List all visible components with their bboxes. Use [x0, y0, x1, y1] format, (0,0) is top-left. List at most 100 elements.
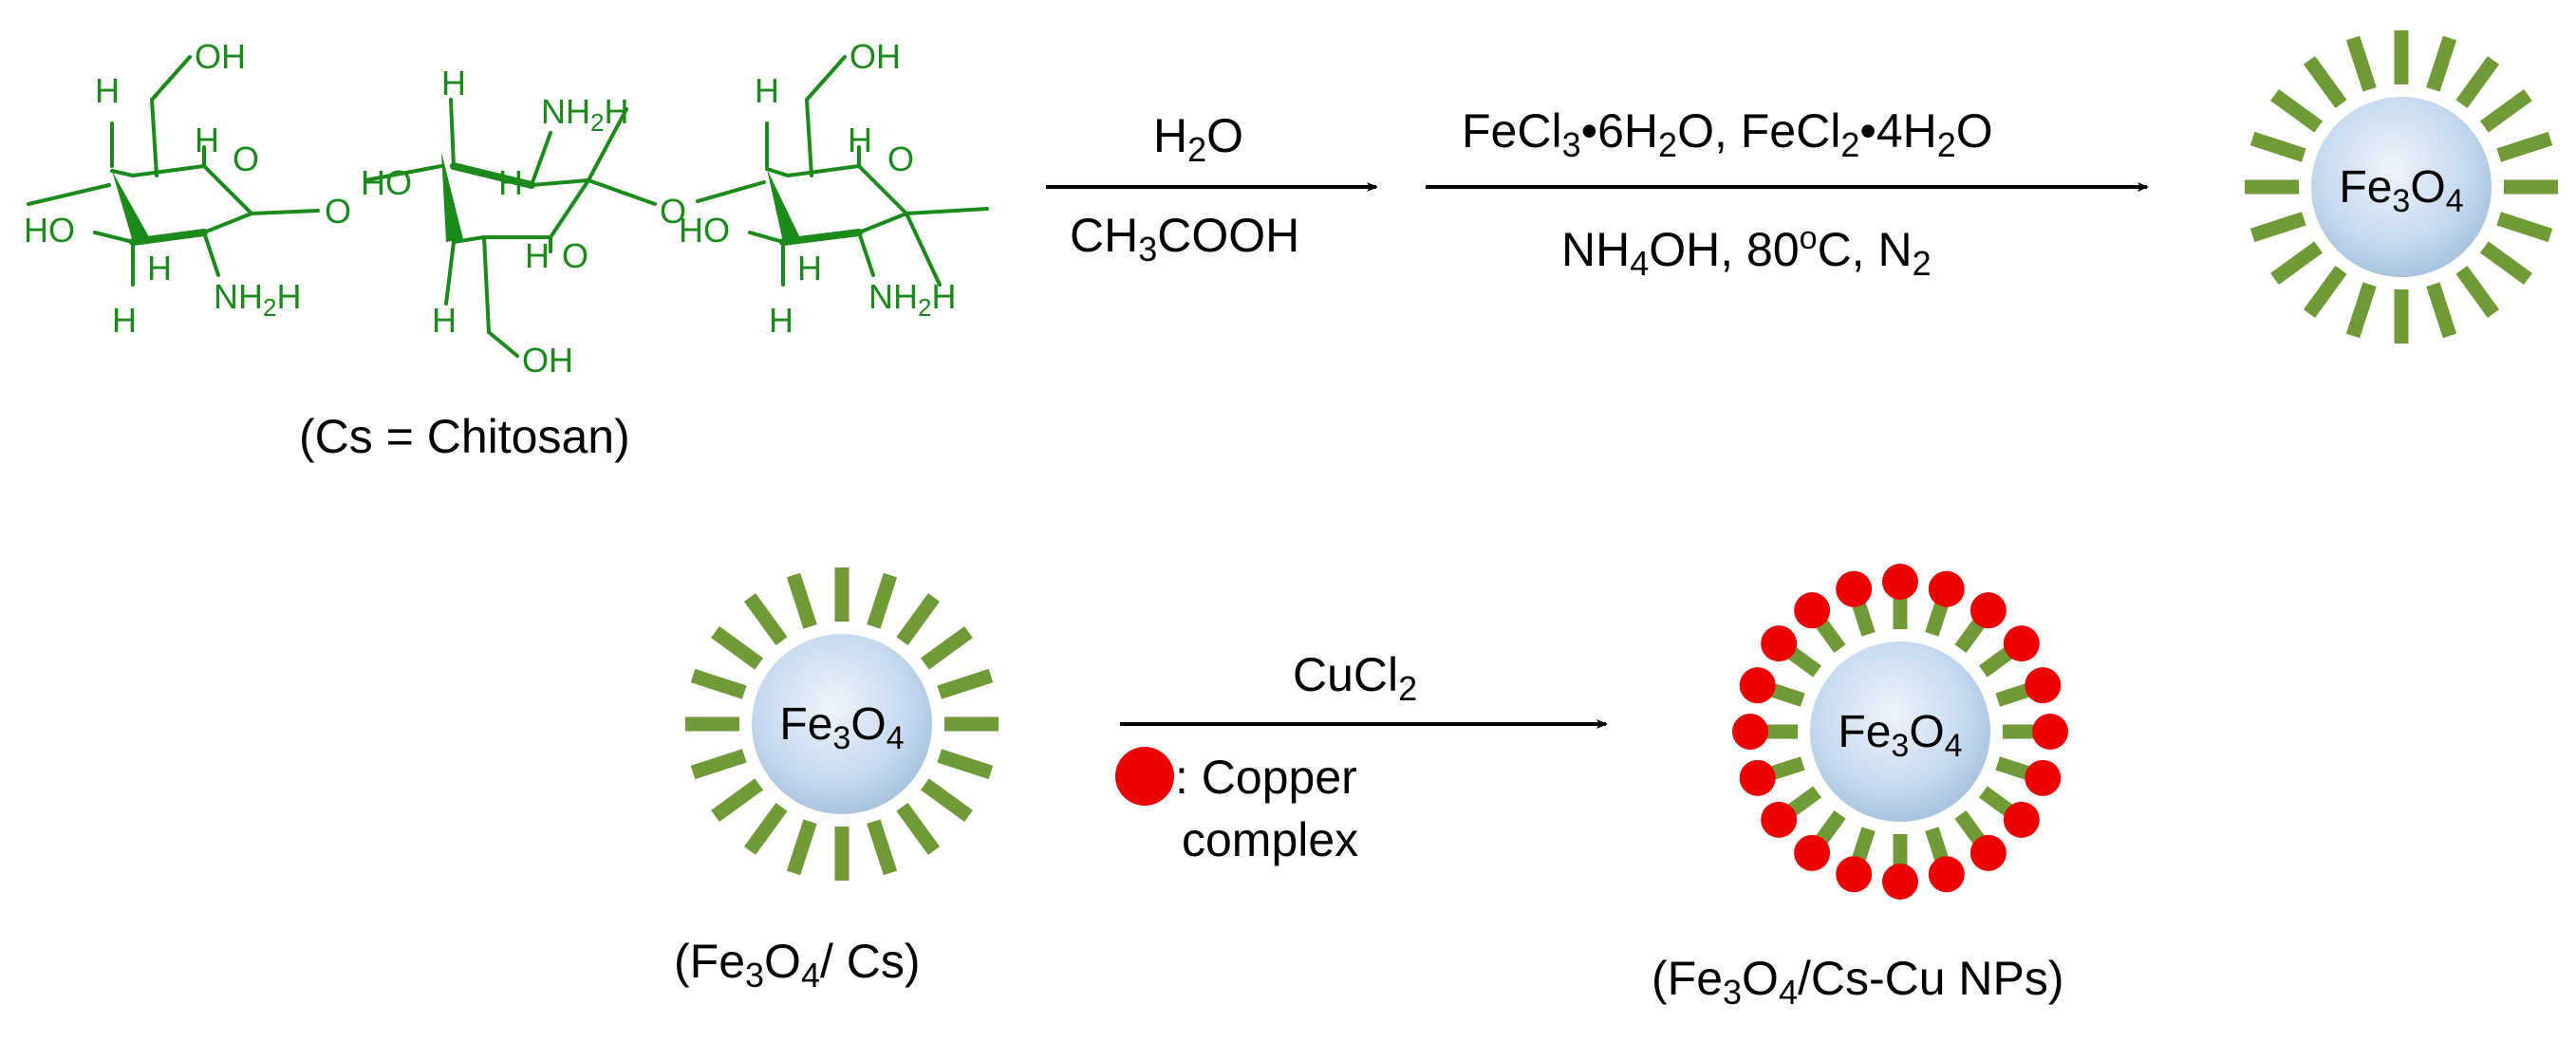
- copper-complex-dot: [1794, 592, 1831, 629]
- chitosan-ring-3: [696, 55, 989, 287]
- chitosan-spike: [2345, 282, 2377, 339]
- label-h: H: [147, 249, 172, 288]
- chitosan-spike: [743, 593, 788, 646]
- chitosan-spike: [2270, 241, 2324, 286]
- copper-complex-dot: [1882, 864, 1918, 900]
- chitosan-ring-1: [27, 55, 320, 287]
- chitosan-spike: [867, 819, 898, 876]
- label-ho: HO: [24, 211, 75, 250]
- reagent-water: H2O: [1153, 109, 1243, 169]
- copper-complex-dot: [1794, 834, 1831, 871]
- label-h: H: [525, 236, 550, 275]
- copper-complex-dot: [1928, 570, 1965, 607]
- label-nh2: NH2H: [214, 277, 301, 322]
- label-h: H: [797, 249, 822, 288]
- label-o-link: O: [325, 192, 351, 231]
- label-oh: OH: [195, 37, 246, 76]
- copper-complex-dot: [1739, 759, 1776, 796]
- label-o: O: [887, 139, 914, 178]
- label-h: H: [432, 301, 457, 340]
- reagent-iron-chlorides: FeCl3•6H2O, FeCl2•4H2O: [1462, 104, 1993, 164]
- copper-complex-dot: [2003, 625, 2040, 662]
- label-ho: HO: [361, 163, 412, 202]
- chitosan-spike: [896, 593, 941, 646]
- copper-complex-dot: [1761, 625, 1798, 662]
- label-h: H: [769, 301, 793, 340]
- copper-complex-dot: [2025, 667, 2062, 704]
- chitosan-spike: [690, 668, 747, 699]
- chitosan-caption: (Cs = Chitosan): [299, 410, 630, 463]
- reaction-step-2: FeCl3•6H2O, FeCl2•4H2O NH4OH, 80oC, N2: [1426, 104, 2149, 283]
- label-oh: OH: [522, 341, 573, 380]
- chitosan-spike: [711, 778, 764, 823]
- fe3o4-label: Fe3O4: [1838, 707, 1962, 764]
- chitosan-spike: [2455, 56, 2500, 109]
- nanoparticle-fe3o4-cs: Fe3O4: [685, 567, 999, 881]
- copper-complex-legend-dot: [1115, 747, 1174, 806]
- label-oh: OH: [849, 37, 901, 76]
- copper-complex-dot: [1732, 714, 1768, 750]
- chitosan-spike: [2249, 212, 2306, 243]
- legend-copper-line1: : Copper: [1175, 751, 1357, 804]
- copper-complex-dot: [1836, 856, 1873, 893]
- chitosan-ring-2: [364, 98, 657, 358]
- label-o: O: [562, 236, 588, 275]
- label-h: H: [112, 301, 137, 340]
- chitosan-spike: [2426, 282, 2457, 339]
- chitosan-spike: [2303, 56, 2347, 109]
- chitosan-spike: [2345, 35, 2377, 92]
- fe3o4-core: [1810, 641, 1990, 822]
- copper-complex-dot: [2003, 801, 2040, 838]
- label-h: H: [95, 71, 120, 110]
- copper-complex-dot: [1836, 570, 1873, 607]
- caption-fe3o4-cs: (Fe3O4/ Cs): [674, 935, 921, 995]
- chitosan-atom-labels: OH H H O HO H NH2H H O H NH2H HO H H O H…: [24, 37, 956, 380]
- copper-complex-dot: [1928, 856, 1965, 893]
- chitosan-spike: [920, 778, 973, 823]
- label-ho: HO: [679, 211, 730, 250]
- fe3o4-core: [2311, 97, 2492, 277]
- chitosan-spike: [786, 572, 817, 629]
- chitosan-spike: [2249, 131, 2306, 162]
- label-o: O: [233, 139, 259, 178]
- reagent-copper-chloride: CuCl2: [1293, 648, 1417, 708]
- fe3o4-label: Fe3O4: [779, 699, 904, 756]
- fe3o4-label: Fe3O4: [2339, 162, 2463, 219]
- chitosan-spike: [743, 802, 788, 855]
- reagent-conditions: NH4OH, 80oC, N2: [1561, 220, 1932, 283]
- chitosan-spike: [2479, 241, 2532, 286]
- chitosan-spike: [786, 819, 817, 876]
- chitosan-spike: [2455, 265, 2500, 318]
- label-h: H: [498, 163, 523, 202]
- chitosan-spike: [711, 625, 764, 670]
- reagent-acetic-acid: CH3COOH: [1070, 209, 1299, 269]
- copper-complex-dot: [1761, 801, 1798, 838]
- label-h: H: [848, 121, 872, 159]
- chitosan-spike: [2496, 131, 2553, 162]
- chitosan-spike: [690, 749, 747, 780]
- reaction-step-3: CuCl2 : Copper complex: [1115, 648, 1608, 866]
- chitosan-spike: [2270, 88, 2324, 133]
- copper-complex-dot: [1882, 564, 1918, 600]
- label-h: H: [755, 71, 779, 110]
- copper-complex-dot: [1969, 834, 2007, 871]
- chitosan-spike: [867, 572, 898, 629]
- chitosan-spike: [2479, 88, 2532, 133]
- chitosan-spike: [2496, 212, 2553, 243]
- nanoparticle-fe3o4-cs-cu: Fe3O4: [1732, 564, 2068, 900]
- copper-complex-dot: [1969, 592, 2007, 629]
- chitosan-spike: [937, 749, 994, 780]
- chitosan-spike: [2426, 35, 2457, 92]
- copper-complex-dot: [2025, 759, 2062, 796]
- label-nh2: NH2H: [868, 277, 956, 322]
- chitosan-spike: [937, 668, 994, 699]
- caption-fe3o4-cs-cu: (Fe3O4/Cs-Cu NPs): [1652, 952, 2064, 1012]
- chitosan-spike: [920, 625, 973, 670]
- label-o-link: O: [660, 192, 686, 231]
- chitosan-spike: [896, 802, 941, 855]
- label-nh2: NH2H: [541, 92, 628, 137]
- label-h: H: [195, 121, 219, 159]
- chitosan-structure: [27, 55, 989, 358]
- reaction-step-1: H2O CH3COOH: [1046, 109, 1378, 269]
